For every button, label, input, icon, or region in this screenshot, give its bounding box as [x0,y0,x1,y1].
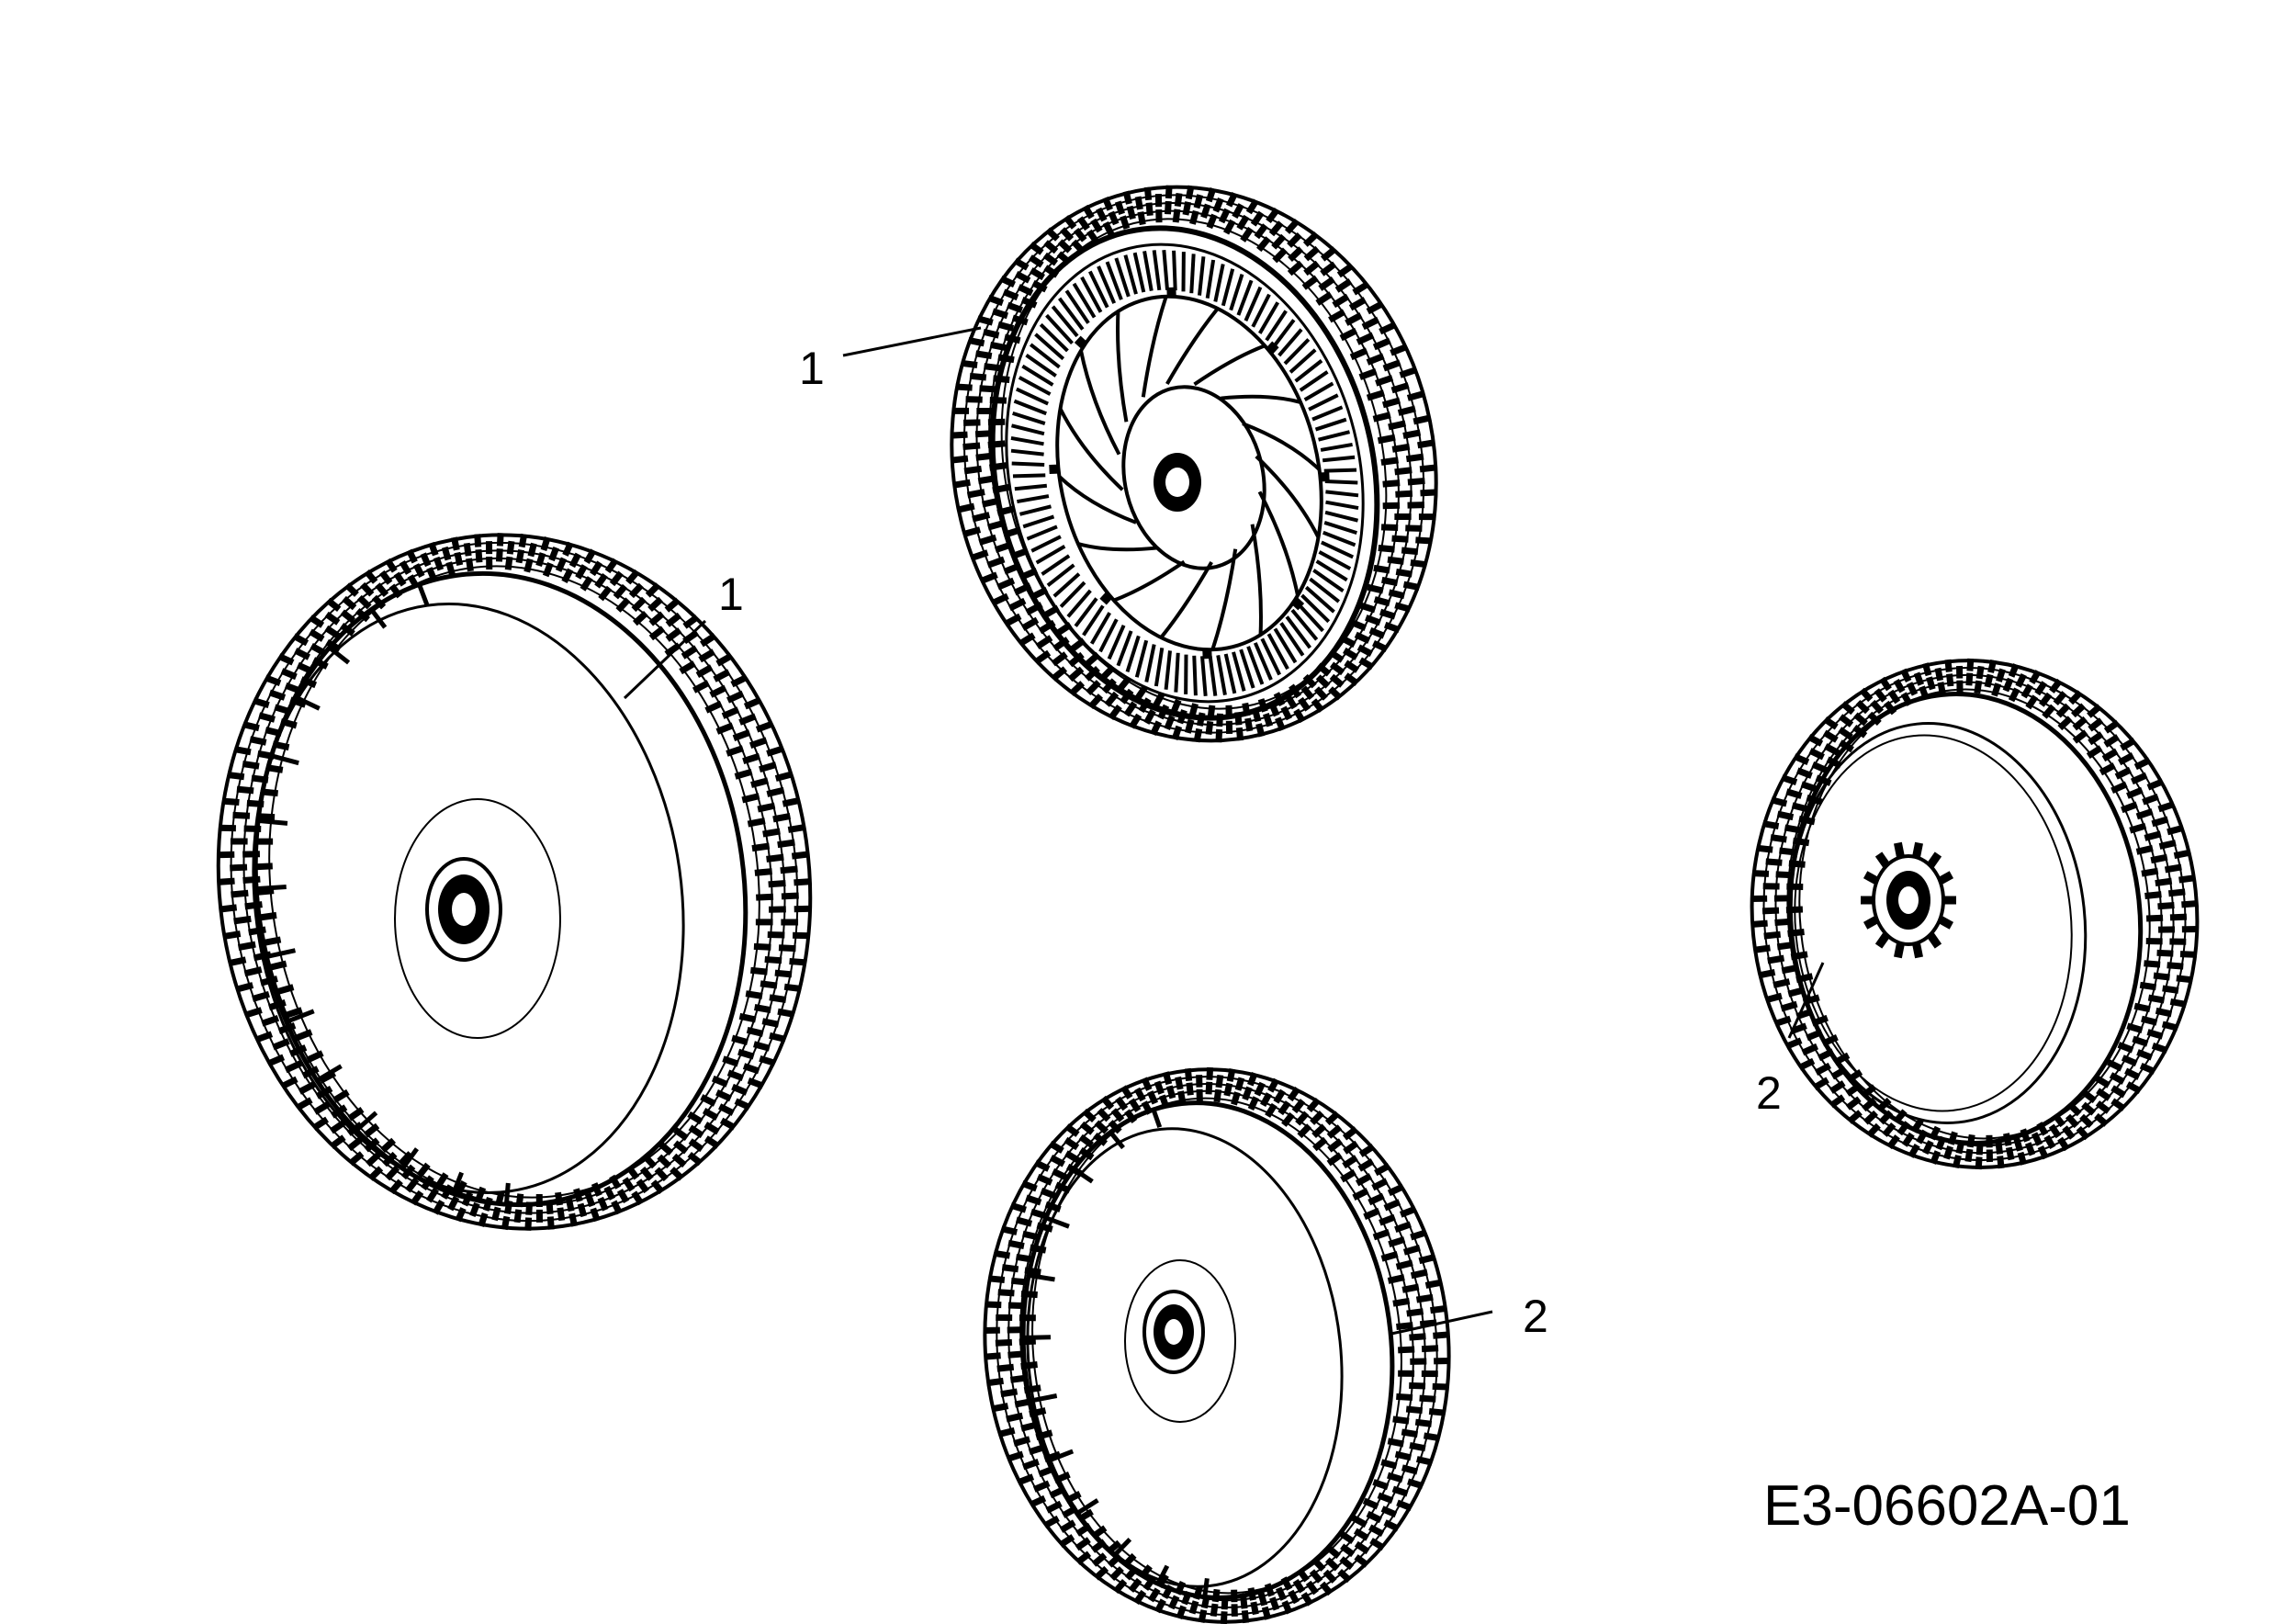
wheel-top-gear-ring [1010,250,1359,696]
leader-line-top [842,326,982,357]
wheel-right-sprocket [1861,841,1956,959]
wheel-right-tread [1750,658,2200,1170]
leader-line-left [623,619,707,700]
callout-number-left: 1 [718,569,744,620]
callout-number-bottom: 2 [1523,1291,1548,1342]
leader-line-bottom [1390,1310,1493,1336]
wheel-left-tread [216,533,813,1231]
wheel-left-hubcap [394,798,561,1039]
wheel-bottom-hubcap [1124,1259,1236,1423]
wheel-bottom-front [983,1066,1451,1624]
wheel-bottom-inner-vanes [1023,1109,1210,1597]
wheel-top-tread [950,185,1438,743]
drawing-code: E3-06602A-01 [1763,1474,2131,1538]
wheel-left-inner-vanes [255,583,511,1205]
wheel-bottom-rim [1020,1100,1395,1600]
leader-line-right [1787,962,1825,1039]
wheel-left-rim [253,570,748,1208]
wheel-right-front [1750,658,2200,1170]
wheel-left-rear [216,533,813,1231]
callout-number-top: 1 [799,343,825,394]
wheel-bottom-tread [983,1066,1451,1624]
wheel-top-rim [989,225,1380,721]
callout-number-right: 2 [1756,1067,1782,1119]
wheel-top-drive [950,185,1438,743]
